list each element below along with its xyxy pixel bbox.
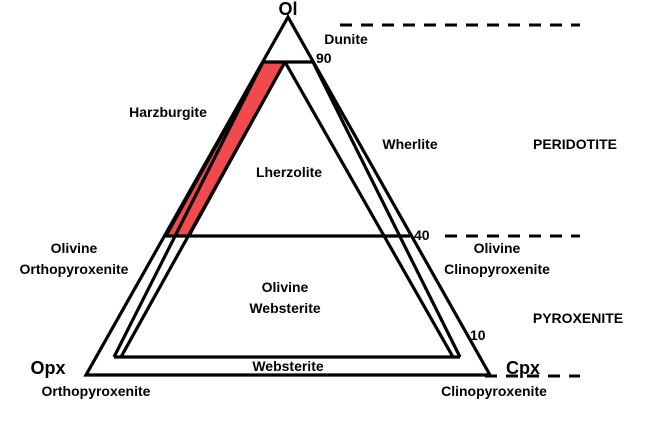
line-10-percent-cpx [112, 61, 265, 358]
apex-label-cpx: Cpx [506, 358, 540, 378]
tick-label-40: 40 [414, 227, 430, 243]
field-label-lherzolite: Lherzolite [256, 164, 322, 180]
apex-label-opx: Opx [30, 358, 65, 378]
line-90-percent-opx [119, 61, 287, 358]
outer-triangle [83, 13, 493, 377]
field-label-olivine-clinopyroxenite-2: Clinopyroxenite [444, 261, 550, 277]
rock-group-peridotite: PERIDOTITE [533, 136, 617, 152]
field-label-olivine-websterite-1: Olivine [262, 279, 309, 295]
line-90-percent-cpx [283, 61, 455, 358]
field-label-olivine-websterite-2: Websterite [249, 300, 321, 316]
field-label-harzburgite: Harzburgite [129, 104, 207, 120]
field-label-clinopyroxenite: Clinopyroxenite [441, 383, 547, 399]
rock-group-pyroxenite: PYROXENITE [533, 310, 623, 326]
field-label-wherlite: Wherlite [382, 136, 437, 152]
field-label-dunite: Dunite [324, 31, 368, 47]
field-label-orthopyroxenite: Orthopyroxenite [42, 383, 151, 399]
tick-label-90: 90 [316, 50, 332, 66]
harzburgite-highlight [163, 60, 288, 238]
field-label-olivine-orthopyroxenite-1: Olivine [51, 240, 98, 256]
line-10-percent-opx [311, 61, 462, 358]
field-label-olivine-orthopyroxenite-2: Orthopyroxenite [20, 261, 129, 277]
tick-label-10: 10 [470, 327, 486, 343]
apex-label-ol: Ol [278, 0, 297, 19]
field-label-websterite: Websterite [252, 358, 324, 374]
field-label-olivine-clinopyroxenite-1: Olivine [474, 240, 521, 256]
